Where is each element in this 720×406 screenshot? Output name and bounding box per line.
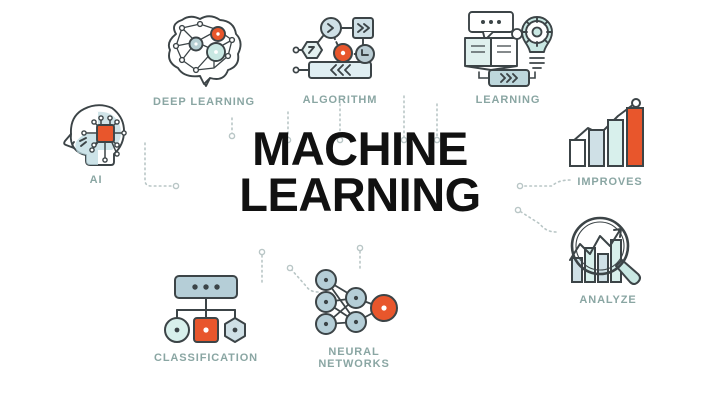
node-analyze[interactable]: ANALYZE bbox=[548, 212, 668, 306]
page-title: MACHINE LEARNING bbox=[210, 122, 510, 222]
title-line-1: MACHINE bbox=[252, 122, 468, 175]
hierarchy-tree-icon bbox=[164, 275, 246, 343]
node-classification[interactable]: CLASSIFICATION bbox=[146, 272, 266, 364]
node-label-deep-learning: DEEP LEARNING bbox=[153, 96, 255, 108]
book-lightbulb-icon bbox=[464, 11, 553, 87]
node-label-ai: AI bbox=[89, 174, 103, 186]
node-algorithm[interactable]: ALGORITHM bbox=[284, 8, 396, 106]
node-ai[interactable]: AI bbox=[44, 98, 148, 186]
node-neural-networks[interactable]: NEURAL NETWORKS bbox=[298, 268, 410, 371]
neural-network-icon bbox=[315, 269, 398, 335]
node-label-improves: IMPROVES bbox=[577, 176, 643, 188]
node-label-neural-networks: NEURAL NETWORKS bbox=[318, 346, 390, 371]
node-learning[interactable]: LEARNING bbox=[452, 8, 564, 106]
brain-network-icon bbox=[167, 15, 242, 87]
node-improves[interactable]: IMPROVES bbox=[552, 96, 668, 188]
node-label-analyze: ANALYZE bbox=[579, 294, 637, 306]
title-line-2: LEARNING bbox=[239, 168, 481, 222]
node-label-classification: CLASSIFICATION bbox=[153, 352, 259, 364]
magnifier-chart-icon bbox=[569, 216, 641, 285]
node-label-learning: LEARNING bbox=[475, 94, 541, 106]
growth-bar-chart-icon bbox=[569, 98, 644, 167]
head-circuit-icon bbox=[63, 104, 127, 166]
flowchart-icon bbox=[292, 17, 375, 79]
node-label-algorithm: ALGORITHM bbox=[302, 94, 378, 106]
node-deep-learning[interactable]: DEEP LEARNING bbox=[142, 12, 266, 108]
